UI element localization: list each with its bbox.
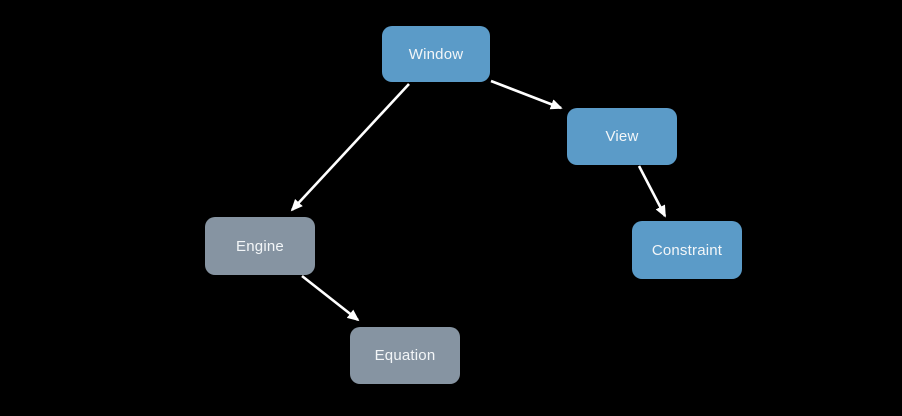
node-engine-label: Engine — [236, 237, 284, 255]
node-constraint-label: Constraint — [651, 241, 723, 259]
node-constraint: Constraint — [632, 221, 742, 279]
edge-view-constraint — [637, 165, 667, 218]
node-window-label: Window — [408, 45, 464, 63]
node-equation: Equation — [350, 327, 460, 384]
edge-window-view — [490, 79, 563, 110]
node-view: View — [567, 108, 677, 165]
node-view-label: View — [605, 128, 639, 145]
node-equation-label: Equation — [374, 347, 436, 364]
edge-engine-equation — [301, 274, 360, 322]
edge-window-engine — [290, 83, 410, 212]
node-engine: Engine — [205, 217, 315, 275]
node-window: Window — [382, 26, 490, 82]
